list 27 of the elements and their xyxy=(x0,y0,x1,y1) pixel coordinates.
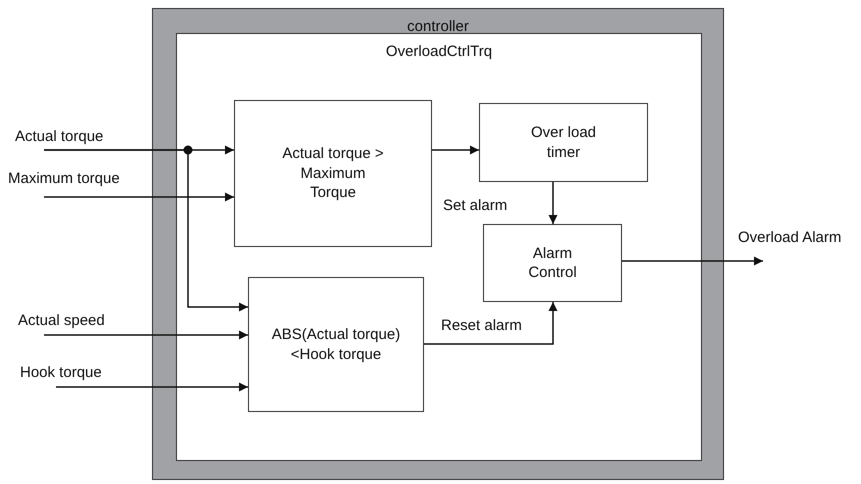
arrow xyxy=(44,149,248,312)
block-title: ABS(Actual torque) <Hook torque xyxy=(270,325,402,364)
process-box xyxy=(248,277,424,412)
process-box xyxy=(234,100,432,247)
signal-label: Hook torque xyxy=(20,364,102,382)
signal-label: Actual speed xyxy=(18,312,105,330)
signal-label: Overload Alarm xyxy=(738,229,842,247)
arrow xyxy=(44,192,234,202)
block-title: Actual torque > Maximum Torque xyxy=(281,144,385,203)
process-box xyxy=(479,103,648,182)
signal-label: Set alarm xyxy=(443,197,508,215)
arrow xyxy=(424,302,558,345)
arrow xyxy=(44,330,248,340)
controller-frame xyxy=(152,8,724,480)
block-title: OverloadCtrlTrq xyxy=(384,42,494,62)
function-block xyxy=(176,33,702,461)
signal-label: Maximum torque xyxy=(8,170,120,188)
block-title: controller xyxy=(406,17,470,36)
signal-label: Actual torque xyxy=(15,128,104,146)
arrow xyxy=(56,382,248,392)
block-title: Alarm Control xyxy=(527,244,578,282)
block-title: Over load timer xyxy=(530,123,598,162)
process-box xyxy=(483,224,622,302)
arrow xyxy=(432,146,479,154)
arrow xyxy=(548,182,558,224)
arrow xyxy=(622,256,763,266)
signal-label: Reset alarm xyxy=(441,317,522,335)
